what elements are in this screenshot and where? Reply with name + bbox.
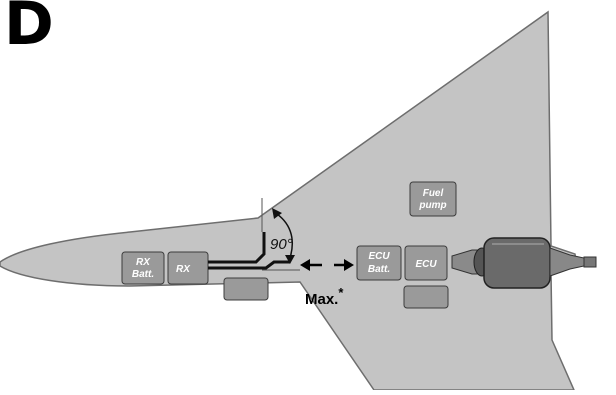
angle-arrowhead-top <box>272 208 282 219</box>
ecu-label: ECU <box>415 259 437 270</box>
rx-battery-label-1: RX <box>136 257 151 268</box>
angle-label: 90° <box>270 236 293 253</box>
rx-receiver-label: RX <box>176 264 191 275</box>
lower-component-box-2 <box>403 285 449 309</box>
rx-battery-box: RX Batt. <box>121 251 165 285</box>
lower-component-box-1 <box>223 277 269 301</box>
rx-receiver-box: RX <box>167 251 209 285</box>
right-arrowhead <box>344 259 354 271</box>
ecu-battery-label-1: ECU <box>368 251 390 262</box>
ecu-battery-box: ECU Batt. <box>356 245 402 281</box>
fuel-pump-label-2: pump <box>418 200 446 211</box>
fuel-pump-label-1: Fuel <box>423 188 444 199</box>
max-distance-arrows <box>300 259 354 271</box>
left-arrowhead <box>300 259 310 271</box>
turbine-engine <box>451 237 597 289</box>
panel-letter: D <box>4 0 54 59</box>
ecu-battery-label-2: Batt. <box>368 264 390 275</box>
engine-body <box>483 237 551 289</box>
antenna-wires <box>208 198 300 271</box>
fuel-pump-box: Fuel pump <box>409 181 457 217</box>
rx-battery-label-2: Batt. <box>132 269 154 280</box>
aircraft-fuselage <box>0 10 577 391</box>
ecu-box: ECU <box>404 245 448 281</box>
max-label: Max.* <box>305 285 344 308</box>
angle-arrowhead-bottom <box>285 255 295 264</box>
